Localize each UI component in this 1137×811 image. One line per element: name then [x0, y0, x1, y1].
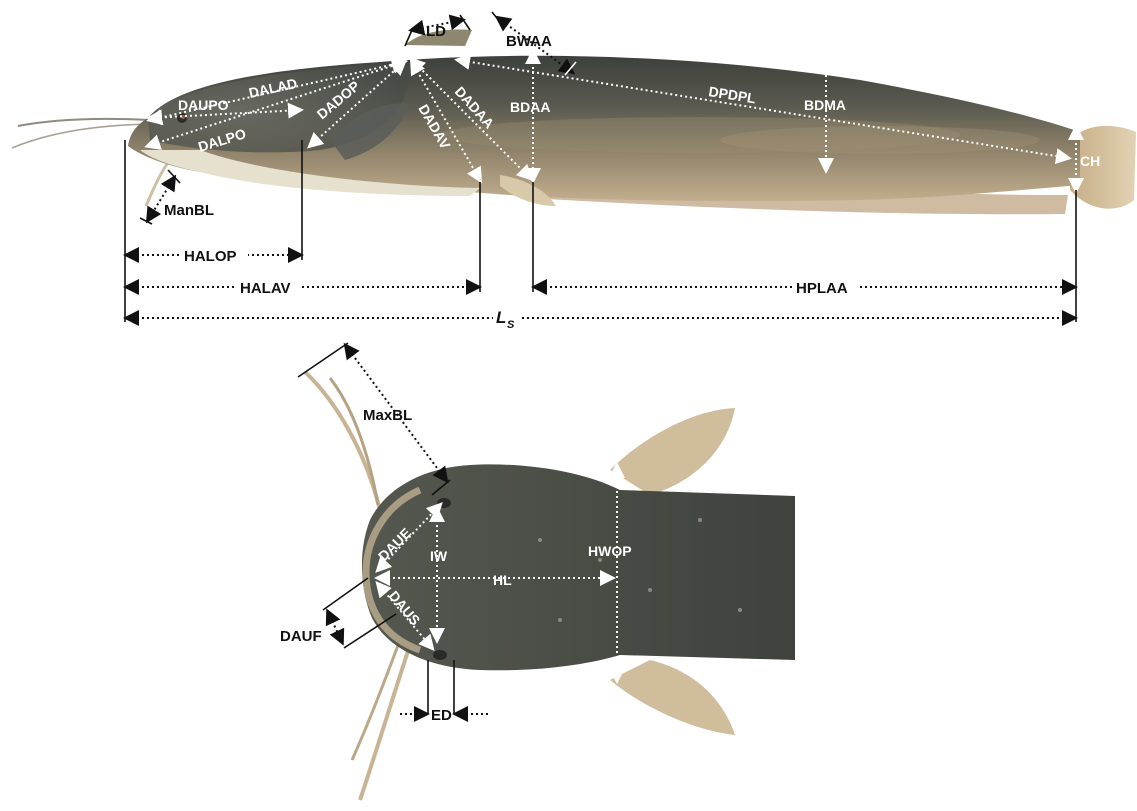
iw-label: IW — [430, 548, 448, 564]
halop-label: HALOP — [184, 248, 237, 265]
hwop-label: HWOP — [588, 543, 632, 559]
halav-label: HALAV — [240, 280, 291, 297]
bdaa-label: BDAA — [510, 99, 550, 115]
hl-label: HL — [493, 572, 512, 588]
ed-label: ED — [431, 707, 452, 724]
bdma-label: BDMA — [804, 97, 846, 113]
bwaa-tick-top — [492, 12, 500, 22]
ld-label: LD — [426, 23, 446, 40]
standard-length-label: L — [496, 308, 506, 327]
maxbl-tick-top — [298, 343, 348, 377]
standard-length-subscript: S — [507, 319, 515, 331]
manbl-tick-bottom — [140, 218, 152, 224]
dauf-measure-line — [328, 612, 342, 642]
manbl-label: ManBL — [164, 202, 214, 219]
ld-tick-right — [460, 15, 470, 30]
bwaa-label: BWAA — [506, 33, 552, 50]
daupo-label: DAUPO — [178, 97, 229, 113]
maxbl-label: MaxBL — [363, 407, 412, 424]
dauf-tick-top — [323, 578, 368, 610]
ch-label: CH — [1080, 153, 1100, 169]
hplaa-label: HPLAA — [796, 280, 848, 297]
manbl-tick-top — [168, 170, 180, 183]
lateral-fish-image — [12, 30, 1136, 215]
dauf-label: DAUF — [280, 628, 322, 645]
